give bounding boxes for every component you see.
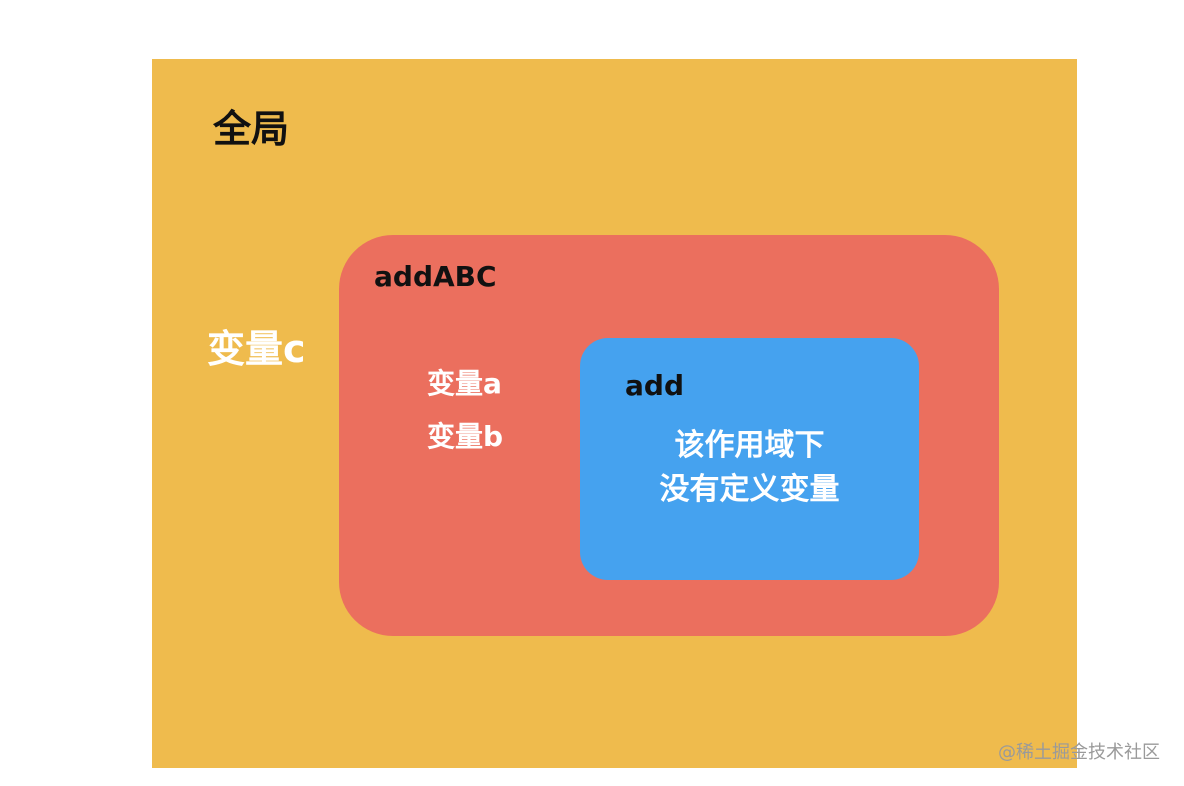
- add-scope-box: [580, 338, 919, 580]
- global-scope-title: 全局: [213, 107, 290, 151]
- add-scope-note: 该作用域下 没有定义变量: [580, 424, 919, 512]
- add-scope-title: add: [625, 369, 684, 402]
- addabc-scope-title: addABC: [374, 260, 497, 293]
- watermark: @稀土掘金技术社区: [998, 742, 1160, 763]
- variable-a-label: 变量a: [427, 367, 502, 400]
- add-note-line-2: 没有定义变量: [659, 472, 840, 507]
- variable-b-label: 变量b: [427, 420, 504, 453]
- add-note-line-1: 该作用域下: [674, 428, 825, 463]
- variable-c-label: 变量c: [207, 327, 306, 371]
